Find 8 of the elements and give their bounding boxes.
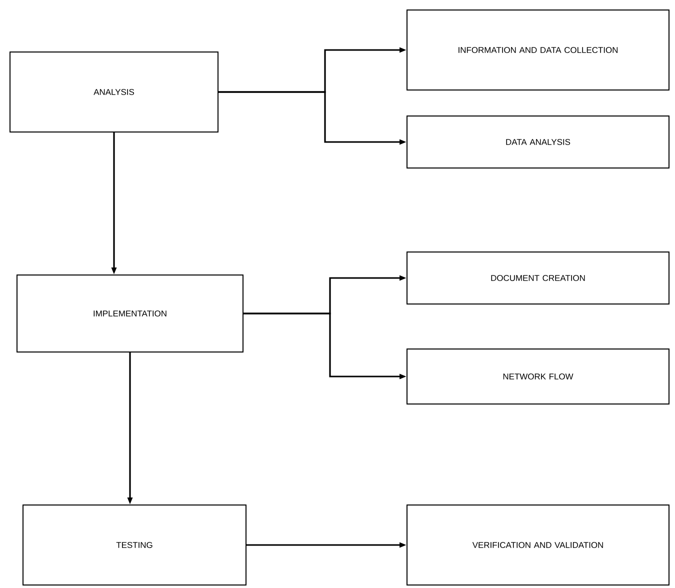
process-box: NETWORK FLOW [406,348,670,404]
process-box: IMPLEMENTATION [16,274,244,352]
process-box: INFORMATION AND DATA COLLECTION [406,10,670,90]
process-box: DATA ANALYSIS [406,116,670,168]
process-box: VERIFICATION AND VALIDATION [406,504,670,586]
process-box: DOCUMENT CREATION [406,252,670,304]
process-box: ANALYSIS [10,52,218,132]
process-box: TESTING [22,504,246,586]
